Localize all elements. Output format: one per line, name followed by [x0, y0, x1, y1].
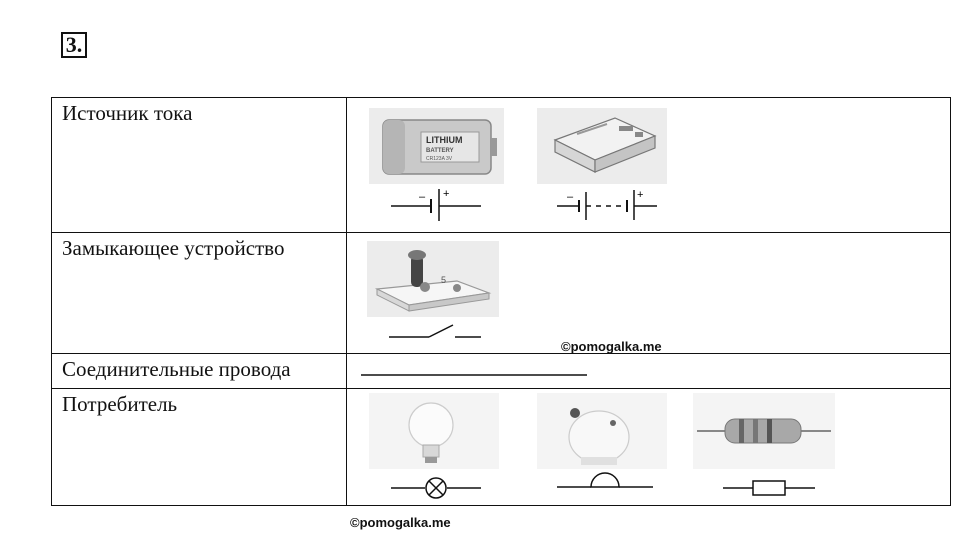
row-pictures-current-source: LITHIUM BATTERY CR123A 3V – +	[346, 97, 951, 233]
row-pictures-switch: 5 ©pomogalka.me	[346, 232, 951, 354]
resistor-icon	[693, 393, 835, 469]
svg-text:+: +	[443, 188, 449, 200]
components-table: Источник тока LITHIUM BATTERY CR123A 3V	[51, 97, 951, 506]
row-label-wires: Соединительные провода	[51, 353, 347, 389]
row-label-current-source: Источник тока	[51, 97, 347, 233]
electric-bell-icon	[537, 393, 667, 469]
table-row: Потребитель	[51, 388, 951, 506]
light-bulb-icon	[369, 393, 499, 469]
table-row: Источник тока LITHIUM BATTERY CR123A 3V	[51, 97, 951, 233]
battery-cell-icon: LITHIUM BATTERY CR123A 3V	[369, 108, 504, 184]
svg-text:+: +	[637, 189, 643, 201]
cell-symbol: – +	[391, 188, 481, 221]
svg-text:–: –	[567, 191, 574, 203]
row-label-switch: Замыкающее устройство	[51, 232, 347, 354]
battery-label-3: CR123A 3V	[426, 156, 453, 162]
row-label-consumer: Потребитель	[51, 388, 347, 506]
battery-label-1: LITHIUM	[426, 135, 463, 145]
watermark: ©pomogalka.me	[561, 339, 662, 354]
svg-text:5: 5	[441, 275, 446, 285]
battery-symbol: – +	[557, 189, 657, 220]
knife-switch-icon: 5	[367, 241, 499, 317]
watermark-bottom: ©pomogalka.me	[350, 515, 451, 530]
row-pictures-wires	[346, 353, 951, 389]
switch-symbol	[389, 324, 481, 338]
table-row: Соединительные провода	[51, 353, 951, 389]
wire-line	[361, 374, 587, 376]
bell-symbol	[557, 472, 653, 488]
table-row: Замыкающее устройство 5 ©pomo	[51, 232, 951, 354]
svg-text:–: –	[419, 191, 426, 203]
lamp-symbol	[391, 477, 481, 499]
task-number: 3.	[61, 32, 87, 58]
flat-battery-icon	[537, 108, 667, 184]
battery-label-2: BATTERY	[426, 148, 454, 154]
resistor-symbol	[723, 480, 815, 496]
row-pictures-consumer	[346, 388, 951, 506]
